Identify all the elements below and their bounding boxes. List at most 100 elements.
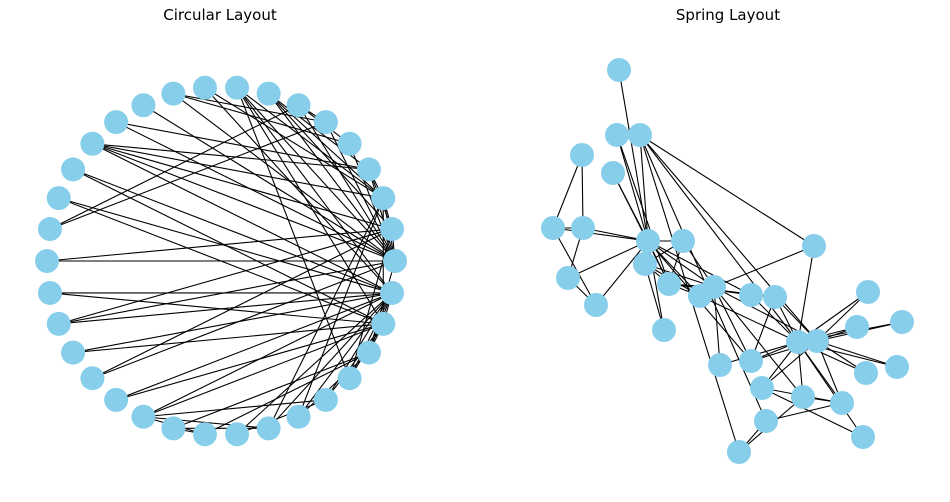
circular-edge-28-33	[298, 292, 393, 418]
circular-edge-1-7	[268, 93, 393, 230]
circular-node-1	[380, 217, 405, 242]
circular-edge-24-31	[173, 352, 370, 429]
circular-edge-15-33	[58, 197, 393, 294]
circular-edge-25-31	[204, 352, 370, 435]
circular-node-18	[37, 280, 62, 305]
circular-edge-8-30	[236, 87, 351, 379]
circular-edge-2-7	[268, 93, 384, 199]
circular-edge-3-12	[116, 121, 370, 170]
spring-node-10	[584, 293, 608, 317]
circular-node-28	[286, 404, 311, 429]
circular-edge-22-32	[115, 323, 384, 401]
circular-nodes	[35, 75, 407, 447]
spring-node-0	[636, 229, 660, 253]
circular-edge-23-33	[143, 292, 393, 418]
circular-edge-20-32	[73, 323, 384, 354]
circular-edge-8-33	[236, 87, 393, 294]
circular-node-6	[286, 93, 311, 118]
spring-edge-2-9	[713, 286, 721, 366]
spring-node-20	[890, 310, 914, 334]
spring-node-25	[754, 409, 778, 433]
spring-node-13	[688, 284, 712, 308]
spring-edge-0-4	[567, 240, 649, 279]
circular-node-5	[313, 110, 338, 135]
circular-node-3	[356, 157, 381, 182]
circular-edge-14-33	[72, 168, 393, 294]
spring-node-24	[727, 440, 751, 464]
spring-node-16	[570, 143, 594, 167]
circular-edge-0-6	[298, 104, 396, 262]
spring-edge-28-33	[797, 245, 815, 343]
circular-edge-1-13	[92, 143, 393, 230]
circular-edge-30-33	[349, 292, 393, 379]
circular-edge-3-13	[92, 143, 369, 170]
circular-edge-0-3	[368, 169, 396, 262]
circular-node-7	[256, 81, 281, 106]
spring-node-22	[856, 280, 880, 304]
spring-node-1	[657, 272, 681, 296]
spring-node-8	[739, 349, 763, 373]
circular-edge-1-19	[58, 228, 393, 325]
spring-node-26	[851, 425, 875, 449]
spring-node-6	[571, 216, 595, 240]
circular-node-11	[131, 93, 156, 118]
circular-edge-2-27	[268, 197, 384, 429]
spring-edge-0-31	[639, 134, 649, 242]
circular-edge-18-32	[49, 292, 384, 325]
circular-edge-4-10	[173, 93, 350, 145]
circular-layout-title: Circular Layout	[163, 6, 277, 24]
spring-edge-2-28	[713, 245, 815, 288]
circular-edge-29-32	[325, 323, 384, 401]
circular-node-0	[383, 249, 407, 273]
circular-edge-0-11	[143, 104, 396, 262]
circular-node-30	[337, 366, 362, 391]
spring-node-7	[671, 229, 695, 253]
spring-node-11	[607, 58, 631, 82]
circular-node-25	[192, 422, 217, 447]
circular-edge-13-33	[92, 143, 393, 294]
spring-edge-5-10	[552, 227, 597, 306]
circular-node-13	[80, 131, 105, 156]
spring-node-19	[739, 283, 763, 307]
spring-node-33	[786, 330, 810, 354]
spring-layout-title: Spring Layout	[675, 6, 781, 24]
circular-node-21	[80, 366, 105, 391]
spring-edge-26-29	[761, 387, 864, 438]
circular-edge-0-12	[115, 121, 396, 262]
spring-edge-0-10	[595, 240, 649, 306]
circular-edge-5-16	[49, 121, 327, 230]
circular-node-4	[337, 131, 362, 156]
spring-edge-26-33	[797, 341, 864, 438]
circular-node-31	[356, 340, 381, 365]
circular-node-9	[192, 75, 217, 100]
spring-edge-31-33	[639, 134, 799, 343]
circular-node-20	[61, 340, 86, 365]
circular-node-23	[131, 404, 156, 429]
circular-node-22	[104, 387, 129, 412]
circular-edge-22-33	[115, 292, 393, 401]
circular-node-17	[35, 249, 59, 273]
circular-node-32	[371, 311, 396, 336]
circular-node-2	[371, 186, 396, 211]
circular-node-16	[37, 217, 62, 242]
spring-node-15	[854, 361, 878, 385]
spring-edge-13-33	[699, 295, 799, 343]
circular-edge-8-32	[236, 87, 384, 325]
spring-layout-panel	[541, 58, 914, 464]
spring-edge-18-32	[816, 340, 898, 368]
circular-node-26	[225, 422, 250, 447]
circular-edge-0-10	[173, 93, 396, 262]
spring-edge-6-16	[581, 154, 584, 229]
circular-edge-2-9	[204, 87, 384, 199]
circular-edge-19-33	[58, 292, 393, 325]
circular-edge-6-16	[49, 104, 299, 230]
spring-edge-0-11	[618, 69, 649, 242]
circular-edge-1-21	[92, 228, 393, 379]
spring-edge-2-8	[713, 286, 752, 362]
circular-node-15	[46, 186, 71, 211]
spring-node-3	[633, 252, 657, 276]
spring-edge-28-31	[639, 134, 815, 247]
spring-edge-5-16	[552, 154, 583, 229]
spring-node-31	[628, 123, 652, 147]
